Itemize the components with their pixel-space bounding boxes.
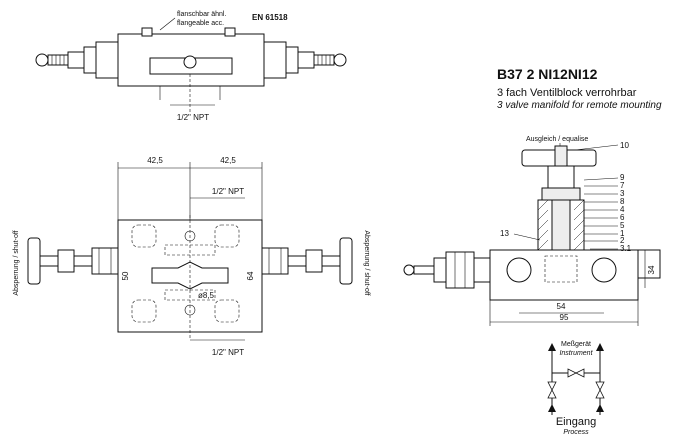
callout-7: 7	[620, 181, 625, 190]
dim-54: 54	[557, 302, 566, 311]
valve-equalise-icon	[567, 368, 577, 378]
shutoff-label-left: Absperrung / shut-off	[13, 230, 20, 295]
callout-13: 13	[500, 229, 509, 238]
callout-1: 1	[620, 229, 625, 238]
port-right-icon	[591, 257, 617, 283]
title-block: B37 2 NI12NI12 3 fach Ventilblock verroh…	[497, 66, 662, 111]
standard-label: EN 61518	[252, 13, 288, 22]
top-thread-label: 1/2" NPT	[177, 113, 209, 122]
product-name-de: 3 fach Ventilblock verrohrbar	[497, 87, 637, 99]
valve-shutoff-left-icon	[547, 381, 557, 391]
port-left-icon	[506, 257, 532, 283]
product-name-en: 3 valve manifold for remote mounting	[497, 100, 662, 111]
height-left: 50	[121, 271, 130, 280]
section-view: Ausgleich / equalise	[403, 136, 661, 326]
equalise-label: Ausgleich / equalise	[526, 136, 588, 143]
flange-note-de: flanschbar ähnl.	[177, 11, 226, 18]
callout-3: 3	[620, 189, 625, 198]
callout-9: 9	[620, 173, 625, 182]
dim-34: 34	[647, 265, 656, 274]
arrow-up-icon	[596, 343, 604, 351]
front-view: 42,5 42,5 1/2" NPT 50 64 ø8,5 1/2" NPT	[13, 156, 370, 357]
valve-shutoff-right-icon	[595, 381, 605, 391]
schematic-process-en: Process	[563, 429, 589, 436]
callout-2: 2	[620, 236, 625, 245]
callouts-right: 10 9 7 3 8 4 6 5 1 2 3.1	[574, 141, 632, 253]
schematic-instrument-en: Instrument	[559, 350, 593, 357]
handwheel-right-icon	[339, 237, 353, 285]
handle-knob-left-icon	[35, 53, 49, 67]
height-right: 64	[246, 271, 255, 280]
callout-4: 4	[620, 205, 625, 214]
handle-knob-right-icon	[333, 53, 347, 67]
callout-8: 8	[620, 197, 625, 206]
schematic-process-de: Eingang	[556, 416, 596, 428]
dim-right: 42,5	[220, 156, 236, 165]
top-view: flanschbar ähnl. flangeable acc. EN 6151…	[35, 11, 347, 122]
front-thread-top: 1/2" NPT	[212, 187, 244, 196]
callout-6: 6	[620, 213, 625, 222]
valve-schematic: Meßgerät Instrument Eingang Process	[547, 341, 605, 436]
schematic-instrument-de: Meßgerät	[561, 341, 591, 348]
dim-left: 42,5	[147, 156, 163, 165]
callout-3-1: 3.1	[620, 244, 632, 253]
arrow-up-icon	[548, 404, 556, 412]
handwheel-left-icon	[27, 237, 41, 285]
callout-5: 5	[620, 221, 625, 230]
arrow-up-icon	[596, 404, 604, 412]
product-code: B37 2 NI12NI12	[497, 66, 598, 82]
flange-note-en: flangeable acc.	[177, 20, 224, 27]
dim-95: 95	[560, 313, 569, 322]
shutoff-label-right: Absperrung / shut-off	[363, 230, 370, 295]
callout-10: 10	[620, 141, 629, 150]
hole-diameter: ø8,5	[198, 291, 215, 300]
arrow-up-icon	[548, 343, 556, 351]
front-thread-bottom: 1/2" NPT	[212, 348, 244, 357]
